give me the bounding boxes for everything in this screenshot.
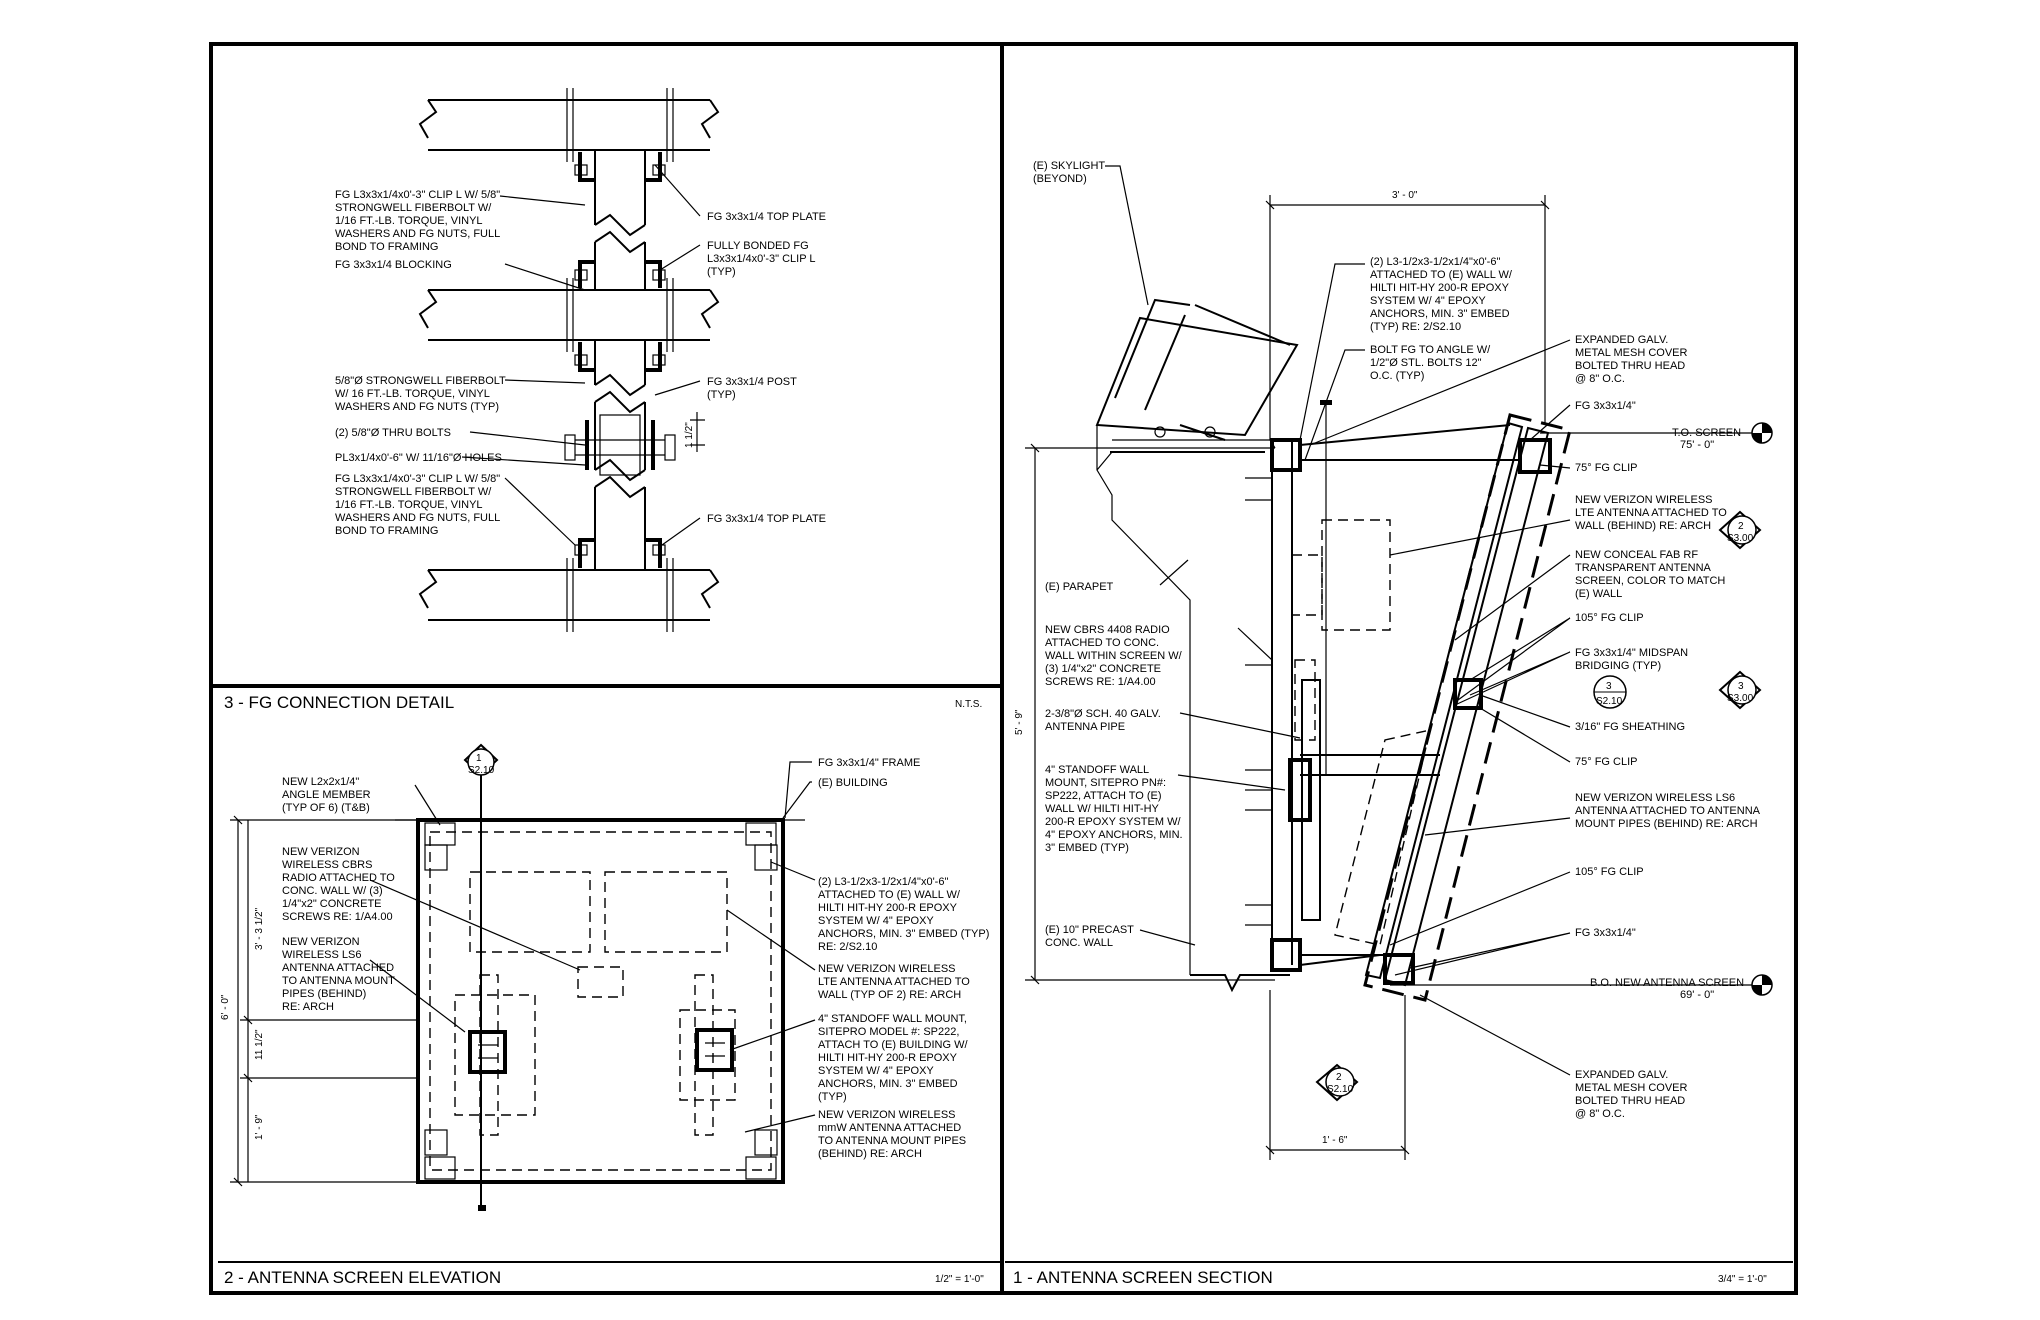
detail3-title: 3 - FG CONNECTION DETAIL: [224, 693, 454, 712]
svg-text:FG 3x3x1/4 POST(TYP): FG 3x3x1/4 POST(TYP): [707, 376, 797, 401]
section-tag-2-s300: 2 S3.00: [1718, 510, 1762, 550]
svg-text:FG 3x3x1/4 BLOCKING: FG 3x3x1/4 BLOCKING: [335, 259, 452, 271]
svg-text:FG 3x3x1/4 TOP PLATE: FG 3x3x1/4 TOP PLATE: [707, 211, 826, 223]
svg-text:75' - 0": 75' - 0": [1680, 439, 1714, 451]
elev-title: 2 - ANTENNA SCREEN ELEVATION: [224, 1268, 501, 1287]
svg-text:69' - 0": 69' - 0": [1680, 989, 1714, 1001]
svg-text:2: 2: [1738, 521, 1744, 532]
section-notes: (E) SKYLIGHT(BEYOND) (2) L3-1/2x3-1/2x1/…: [1033, 160, 1761, 1120]
svg-text:BOLT FG TO ANGLE W/1/2"Ø STL.: BOLT FG TO ANGLE W/1/2"Ø STL. BOLTS 12"O…: [1370, 344, 1491, 382]
section-tag-3-s210: 3 S2.10: [1593, 675, 1627, 709]
svg-text:1 1/2": 1 1/2": [684, 422, 695, 448]
svg-text:11 1/2": 11 1/2": [254, 1029, 265, 1060]
svg-text:T.O. SCREEN: T.O. SCREEN: [1672, 427, 1741, 439]
svg-text:3' - 0": 3' - 0": [1392, 190, 1418, 201]
svg-text:FG 3x3x1/4": FG 3x3x1/4": [1575, 400, 1636, 412]
svg-text:1' - 9": 1' - 9": [254, 1114, 265, 1140]
svg-text:NEW L2x2x1/4"ANGLE MEMBER(TYP: NEW L2x2x1/4"ANGLE MEMBER(TYP OF 6) (T&B…: [282, 776, 371, 814]
svg-text:3' - 3 1/2": 3' - 3 1/2": [254, 907, 265, 950]
svg-text:105° FG CLIP: 105° FG CLIP: [1575, 866, 1644, 878]
svg-text:FG 3x3x1/4 TOP PLATE: FG 3x3x1/4 TOP PLATE: [707, 513, 826, 525]
detail3-notes: FG L3x3x1/4x0'-3" CLIP L W/ 5/8"STRONGWE…: [335, 189, 826, 537]
svg-text:S2.10: S2.10: [1596, 696, 1623, 707]
svg-text:3: 3: [1606, 681, 1612, 692]
antenna-screen-elevation: 1 S2.10 3' - 3 1/2" 11 1/2" 1' - 9" 6' -…: [218, 743, 1000, 1287]
section-tag-3-s300: 3 S3.00: [1718, 670, 1762, 710]
antenna-screen-section: 3' - 0" 5' - 9" 1' - 6" T.O. SCREEN 75' …: [1005, 160, 1793, 1287]
svg-text:3/16" FG SHEATHING: 3/16" FG SHEATHING: [1575, 721, 1685, 733]
svg-text:1' - 6": 1' - 6": [1322, 1135, 1348, 1146]
svg-text:FG L3x3x1/4x0'-3" CLIP L W/ 5/: FG L3x3x1/4x0'-3" CLIP L W/ 5/8"STRONGWE…: [335, 473, 500, 537]
svg-text:(E) BUILDING: (E) BUILDING: [818, 777, 888, 789]
svg-text:2-3/8"Ø SCH. 40 GALV.ANTENNA P: 2-3/8"Ø SCH. 40 GALV.ANTENNA PIPE: [1045, 708, 1161, 733]
svg-text:(2) 5/8"Ø THRU BOLTS: (2) 5/8"Ø THRU BOLTS: [335, 427, 451, 439]
svg-text:(E) PARAPET: (E) PARAPET: [1045, 581, 1114, 593]
fg-connection-detail: FG L3x3x1/4x0'-3" CLIP L W/ 5/8"STRONGWE…: [218, 88, 1000, 712]
svg-text:FG 3x3x1/4": FG 3x3x1/4": [1575, 927, 1636, 939]
svg-text:(E) SKYLIGHT(BEYOND): (E) SKYLIGHT(BEYOND): [1033, 160, 1105, 185]
elev-section-tag: 1 S2.10: [463, 743, 499, 777]
svg-text:1: 1: [476, 753, 482, 764]
svg-text:75° FG CLIP: 75° FG CLIP: [1575, 462, 1637, 474]
svg-text:(2) L3-1/2x3-1/2x1/4"x0'-6"ATT: (2) L3-1/2x3-1/2x1/4"x0'-6"ATTACHED TO (…: [818, 876, 989, 953]
svg-text:S2.10: S2.10: [468, 765, 495, 776]
svg-text:6' - 0": 6' - 0": [220, 994, 231, 1020]
svg-text:S3.00: S3.00: [1727, 533, 1754, 544]
svg-text:2: 2: [1336, 1072, 1342, 1083]
svg-text:3: 3: [1738, 681, 1744, 692]
svg-text:S3.00: S3.00: [1727, 693, 1754, 704]
section-title: 1 - ANTENNA SCREEN SECTION: [1013, 1268, 1273, 1287]
svg-text:4" STANDOFF WALL MOUNT,SITEPRO: 4" STANDOFF WALL MOUNT,SITEPRO MODEL #: …: [818, 1013, 968, 1103]
svg-text:FG 3x3x1/4" FRAME: FG 3x3x1/4" FRAME: [818, 757, 920, 769]
elev-scale: 1/2" = 1'-0": [935, 1274, 984, 1285]
svg-text:105° FG CLIP: 105° FG CLIP: [1575, 612, 1644, 624]
svg-text:PL3x1/4x0'-6" W/ 11/16"Ø HOLES: PL3x1/4x0'-6" W/ 11/16"Ø HOLES: [335, 452, 502, 464]
svg-text:(2) L3-1/2x3-1/2x1/4"x0'-6"ATT: (2) L3-1/2x3-1/2x1/4"x0'-6"ATTACHED TO (…: [1370, 256, 1513, 333]
detail3-scale: N.T.S.: [955, 699, 982, 710]
svg-text:FG L3x3x1/4x0'-3" CLIP L W/ 5/: FG L3x3x1/4x0'-3" CLIP L W/ 5/8"STRONGWE…: [335, 189, 500, 253]
svg-text:5' - 9": 5' - 9": [1014, 709, 1025, 735]
elev-notes: NEW L2x2x1/4"ANGLE MEMBER(TYP OF 6) (T&B…: [282, 757, 989, 1160]
section-tag-2-s210: 2 S2.10: [1315, 1063, 1359, 1102]
section-scale: 3/4" = 1'-0": [1718, 1274, 1767, 1285]
svg-text:B.O. NEW ANTENNA SCREEN: B.O. NEW ANTENNA SCREEN: [1590, 977, 1744, 989]
svg-text:S2.10: S2.10: [1327, 1084, 1354, 1095]
svg-text:75° FG CLIP: 75° FG CLIP: [1575, 756, 1637, 768]
